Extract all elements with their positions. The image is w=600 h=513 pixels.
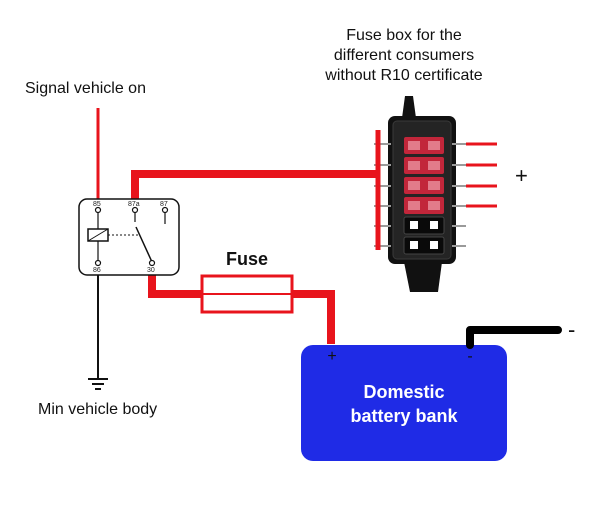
battery-minus-terminal-label: -: [467, 348, 472, 365]
relay-terminal-85: [94, 206, 102, 214]
battery-label-line2: battery bank: [350, 406, 458, 426]
consumer-output-wires: [466, 142, 497, 208]
relay-terminal-87: [161, 206, 169, 214]
relay-terminal-86: [94, 259, 102, 267]
fuse-slot-1: [404, 137, 444, 154]
relay-switch: [135, 226, 153, 263]
ground-label: Min vehicle body: [38, 401, 157, 418]
fuse-box: [374, 96, 466, 292]
signal-label: Signal vehicle on: [25, 80, 146, 97]
fuse-slot-2: [404, 157, 444, 174]
relay-terminal-30: [148, 259, 156, 267]
pin-label-87: 87: [160, 201, 168, 208]
fuse-slot-6-empty: [403, 236, 445, 255]
fuse-label: Fuse: [226, 249, 268, 269]
ground-icon: [88, 378, 108, 390]
pin-label-87a: 87a: [128, 201, 140, 208]
fuse-box-label-line1: Fuse box for the: [346, 27, 462, 44]
battery-label-line1: Domestic: [363, 382, 444, 402]
positive-sign: +: [515, 163, 528, 188]
relay: 85 87a 87 86 30: [78, 198, 180, 276]
negative-sign: -: [568, 317, 575, 342]
battery-bank: [301, 345, 507, 461]
pin-label-86: 86: [93, 267, 101, 274]
fuse-slot-4: [404, 197, 444, 214]
feed-wire-to-fuse-box: [131, 170, 380, 205]
fuse-box-label-line2: different consumers: [334, 47, 474, 64]
battery-plus-terminal-label: +: [327, 348, 336, 365]
fuse-slot-5-empty: [403, 216, 445, 235]
relay-terminal-87a: [131, 206, 139, 214]
negative-wire: [466, 326, 562, 349]
fuse-slot-3: [404, 177, 444, 194]
pin-label-30: 30: [147, 267, 155, 274]
fuse-box-label-line3: without R10 certificate: [324, 67, 483, 84]
pin-label-85: 85: [93, 201, 101, 208]
